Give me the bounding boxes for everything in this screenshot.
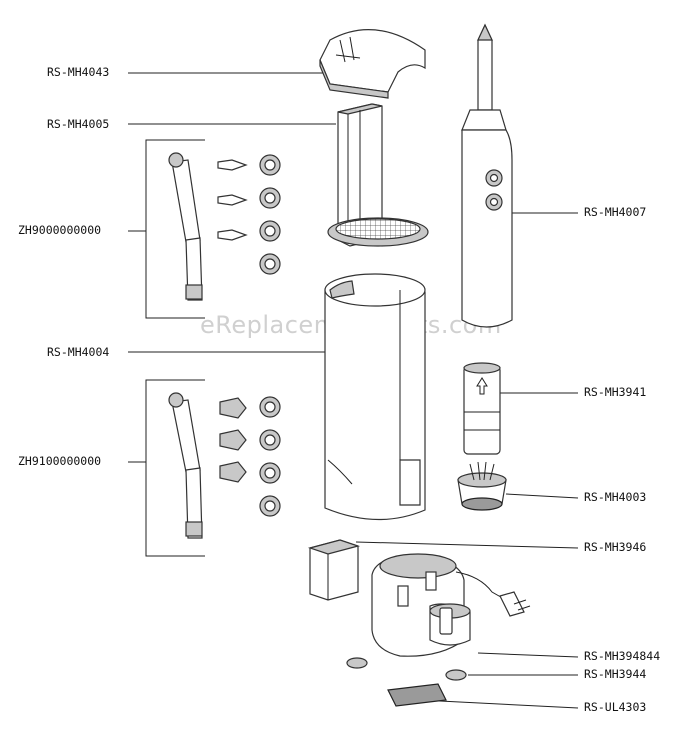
ring-3-hole [264, 225, 276, 237]
foot-left [346, 657, 368, 669]
label-text-lid: RS-MH4043 [47, 65, 109, 79]
cover-part[interactable] [324, 273, 426, 521]
attachment-1-brush-end [185, 284, 203, 300]
attachment-set-1[interactable] [168, 152, 281, 301]
lid-part[interactable] [319, 29, 426, 99]
label-cover[interactable]: RS-MH4004 [47, 345, 326, 359]
cover-mark [327, 459, 353, 485]
label-text-plate: RS-UL4303 [584, 700, 646, 714]
label-holder[interactable]: RS-MH4005 [47, 117, 336, 131]
label-text-attachment-set-1: ZH9000000000 [18, 223, 101, 237]
label-text-cover: RS-MH4004 [47, 345, 109, 359]
label-text-neck: RS-MH3941 [584, 385, 646, 399]
label-text-coupling: RS-MH4003 [584, 490, 646, 504]
label-attachment-set-2[interactable]: ZH9100000000 [18, 379, 205, 557]
label-attachment-set-1[interactable]: ZH9000000000 [18, 139, 205, 319]
coupling-bottom [461, 497, 503, 511]
base-post [425, 571, 437, 591]
base-peg [439, 607, 453, 635]
attachment-2-brush-end [185, 521, 203, 537]
attachment-set-2[interactable] [168, 392, 281, 539]
ring-4-hole [264, 258, 276, 270]
label-coupling[interactable]: RS-MH4003 [505, 490, 646, 504]
label-lid[interactable]: RS-MH4043 [47, 65, 328, 79]
leader-line-coupling [505, 493, 579, 499]
tip-1 [217, 159, 248, 171]
label-base[interactable]: RS-MH394844 [477, 649, 660, 663]
holder-tray-grid [335, 218, 421, 240]
label-text-feet: RS-MH3944 [584, 667, 646, 681]
tip-2 [217, 194, 248, 206]
tip-5 [219, 429, 247, 451]
plate-part[interactable] [387, 683, 447, 707]
clip-top [307, 539, 361, 555]
feet-part[interactable] [346, 657, 467, 681]
attachment-2-brush-shaft [185, 467, 203, 539]
handle-button-bottom-center [489, 197, 499, 207]
label-text-handle: RS-MH4007 [584, 205, 646, 219]
attachment-1-rings [259, 154, 281, 275]
lid-rim [319, 59, 389, 99]
neck-arrow-icon [476, 377, 488, 395]
label-text-holder: RS-MH4005 [47, 117, 109, 131]
handle-body [461, 129, 513, 328]
neck-top [463, 362, 501, 374]
plate-body [387, 683, 447, 707]
coupling-top [457, 472, 507, 488]
ring-2-hole [264, 192, 276, 204]
ring-8-hole [264, 500, 276, 512]
attachment-2-tips [219, 397, 247, 483]
cover-notch [329, 280, 355, 299]
label-text-base: RS-MH394844 [584, 649, 660, 663]
attachment-1-tips [217, 159, 248, 241]
label-neck[interactable]: RS-MH3941 [500, 385, 646, 399]
neck-body [463, 365, 501, 455]
bracket-attachment-set-1 [145, 139, 205, 319]
leader-line-clip [355, 541, 579, 549]
coupling-prongs [469, 461, 495, 481]
attachment-2-rings [259, 396, 281, 517]
ring-6-hole [264, 434, 276, 446]
cover-slot [399, 459, 421, 506]
handle-button-top-center [489, 173, 499, 183]
leader-line-plate [419, 699, 579, 709]
attachment-1-brush-neck [171, 159, 201, 243]
attachment-2-brush-neck [171, 399, 201, 473]
tip-3 [217, 229, 248, 241]
coupling-part[interactable] [457, 461, 507, 511]
handle-part[interactable] [461, 23, 513, 328]
tip-4 [219, 397, 247, 419]
handle-tip [477, 23, 493, 41]
attachment-1-brush-head [168, 152, 184, 168]
holder-part[interactable] [327, 103, 429, 247]
label-plate[interactable]: RS-UL4303 [419, 699, 646, 714]
label-text-attachment-set-2: ZH9100000000 [18, 454, 101, 468]
power-plug [499, 591, 525, 617]
base-top [379, 553, 457, 579]
handle-collar [461, 109, 507, 131]
tip-6 [219, 461, 247, 483]
lid-detail-lines [335, 36, 361, 63]
lid-body [319, 29, 426, 93]
attachment-2-brush-head [168, 392, 184, 408]
label-text-clip: RS-MH3946 [584, 540, 646, 554]
holder-top-face [337, 103, 383, 115]
leader-line-base [477, 652, 579, 658]
ring-7-hole [264, 467, 276, 479]
base-part[interactable] [371, 553, 531, 657]
foot-right [445, 669, 467, 681]
label-clip[interactable]: RS-MH3946 [355, 540, 646, 554]
bracket-attachment-set-2 [145, 379, 205, 557]
ring-1-hole [264, 159, 276, 171]
neck-part[interactable] [463, 362, 501, 455]
ring-5-hole [264, 401, 276, 413]
base-post-2 [397, 585, 409, 607]
clip-part[interactable] [307, 539, 361, 601]
plug-prongs [513, 599, 531, 611]
label-feet[interactable]: RS-MH3944 [468, 667, 646, 681]
power-cord [455, 571, 507, 601]
label-handle[interactable]: RS-MH4007 [510, 205, 646, 219]
